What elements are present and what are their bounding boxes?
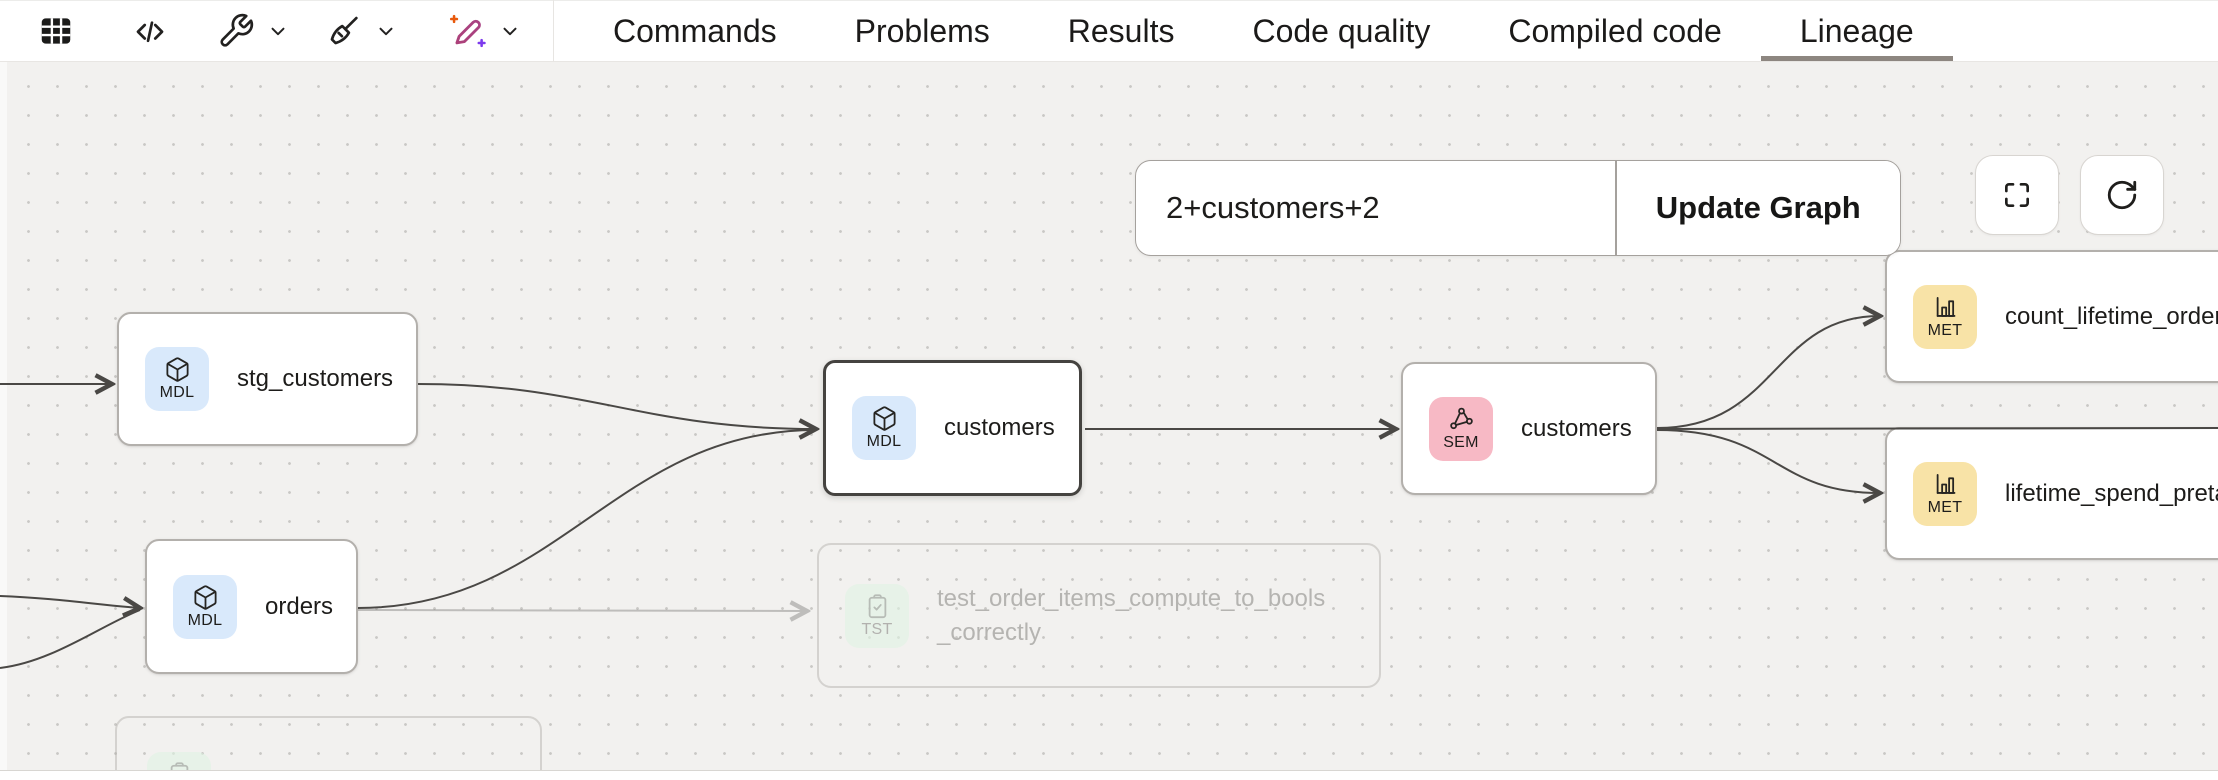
edge-stg-to-customers: [417, 383, 816, 429]
edge-orders-to-test: [357, 610, 807, 611]
clipboard-check-icon: [170, 762, 188, 770]
model-selector-input[interactable]: [1136, 161, 1615, 255]
chevron-down-icon[interactable]: [267, 20, 289, 42]
chevron-down-icon[interactable]: [375, 20, 397, 42]
test-type-badge: TST: [845, 583, 909, 648]
fit-view-icon: [2005, 183, 2029, 207]
edge-semantic-to-count-lifetime: [1656, 316, 1880, 429]
tab-lineage[interactable]: Lineage: [1760, 1, 1953, 61]
lineage-canvas[interactable]: MDL stg_customers MDL orders MDL custome…: [0, 62, 2218, 770]
node-stg-customers[interactable]: MDL stg_customers: [117, 312, 418, 446]
test-type-badge: TST: [147, 752, 211, 770]
tab-compiled-code[interactable]: Compiled code: [1508, 12, 1722, 49]
node-label: count_lifetime_orders: [2005, 302, 2218, 330]
node-label: customers: [944, 414, 1055, 441]
update-graph-button[interactable]: Update Graph: [1616, 161, 1900, 255]
tab-results[interactable]: Results: [1067, 12, 1175, 49]
table-icon[interactable]: [37, 12, 75, 50]
clipboard-check-icon: [868, 594, 886, 618]
model-type-badge: MDL: [852, 396, 916, 460]
fit-view-button[interactable]: [1975, 155, 2059, 235]
model-type-badge: MDL: [173, 574, 237, 639]
node-test-partial[interactable]: TST: [115, 716, 542, 770]
edge-into-orders-2: [0, 609, 141, 669]
node-type-label: SEM: [1443, 433, 1479, 451]
controls-divider: [1615, 161, 1617, 255]
cube-icon: [165, 357, 189, 382]
node-type-label: MDL: [866, 433, 902, 451]
model-type-badge: MDL: [145, 347, 209, 411]
cube-icon: [872, 406, 896, 431]
tab-code-quality[interactable]: Code quality: [1252, 12, 1431, 49]
magic-pencil-icon[interactable]: [449, 12, 487, 50]
edge-orders-to-customers: [357, 429, 817, 609]
node-label: lifetime_spend_pretax: [2005, 479, 2218, 507]
metric-type-badge: MET: [1913, 284, 1977, 349]
node-count-lifetime-orders[interactable]: MET count_lifetime_orders: [1885, 250, 2218, 383]
canvas-left-gutter: [0, 62, 7, 770]
node-customers-semantic[interactable]: SEM customers: [1401, 362, 1657, 495]
metric-type-badge: MET: [1913, 461, 1977, 526]
node-label: orders: [265, 592, 334, 620]
node-type-label: MDL: [187, 611, 223, 629]
refresh-button[interactable]: [2080, 155, 2164, 235]
bottom-panel-edge: [0, 770, 2218, 780]
node-type-label: MDL: [159, 384, 195, 402]
edge-into-orders-1: [0, 595, 140, 608]
node-label: stg_customers: [237, 365, 394, 392]
node-test-order-items[interactable]: TST test_order_items_compute_to_bools_co…: [817, 543, 1381, 688]
network-icon: [1449, 407, 1473, 429]
toolbar-divider: [553, 0, 554, 62]
bar-chart-icon: [1936, 296, 1955, 317]
node-type-label: MET: [1927, 321, 1963, 339]
node-type-label: MET: [1927, 498, 1963, 516]
chevron-down-icon[interactable]: [499, 20, 521, 42]
cube-icon: [193, 585, 217, 610]
node-label: customers: [1521, 414, 1632, 442]
tab-bar: Commands Problems Results Code quality C…: [574, 1, 1953, 61]
code-icon[interactable]: [132, 13, 168, 49]
tab-problems[interactable]: Problems: [854, 12, 990, 49]
node-label: test_order_items_compute_to_bools_correc…: [937, 584, 1326, 646]
edge-semantic-to-lifetime-spend: [1656, 429, 1880, 493]
graph-selector-group: Update Graph: [1135, 160, 1901, 256]
semantic-type-badge: SEM: [1429, 396, 1493, 461]
node-customers-model[interactable]: MDL customers: [823, 360, 1082, 496]
node-type-label: TST: [861, 620, 893, 638]
broom-icon[interactable]: [325, 12, 363, 50]
node-orders[interactable]: MDL orders: [145, 539, 358, 674]
wrench-icon[interactable]: [217, 12, 255, 50]
bar-chart-icon: [1936, 473, 1955, 494]
tab-commands[interactable]: Commands: [613, 12, 777, 49]
top-toolbar: Commands Problems Results Code quality C…: [0, 0, 2218, 62]
node-lifetime-spend-pretax[interactable]: MET lifetime_spend_pretax: [1885, 427, 2218, 560]
refresh-icon: [2107, 180, 2137, 210]
